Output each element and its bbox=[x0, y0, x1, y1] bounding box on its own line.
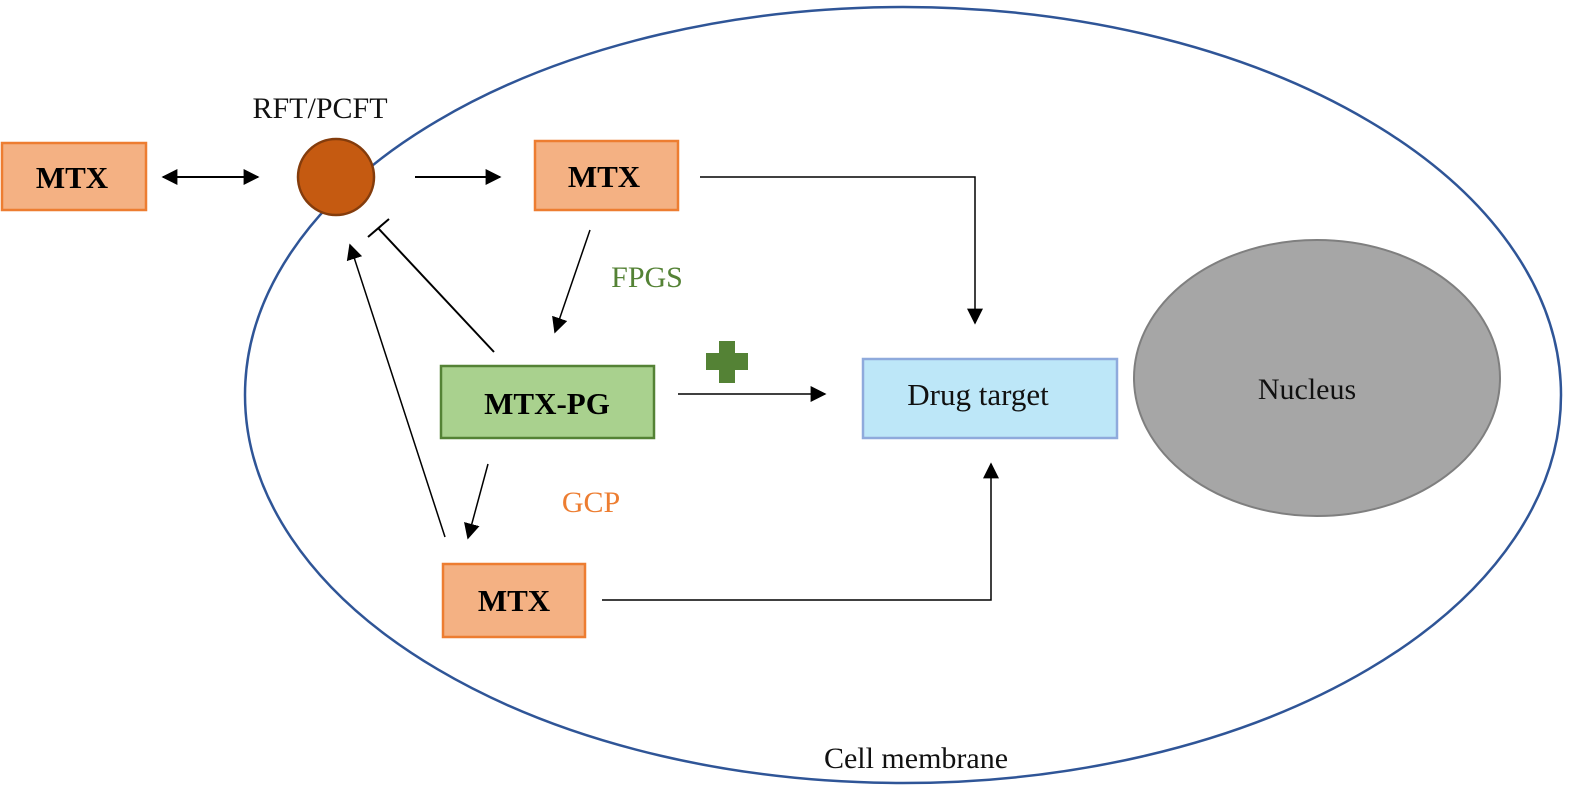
plus-icon bbox=[706, 341, 748, 383]
mtx-recycled-label: MTX bbox=[478, 583, 551, 618]
mtx-pg-box bbox=[439, 364, 656, 440]
mtx-pg-label: MTX-PG bbox=[484, 386, 610, 421]
cell-membrane-label: Cell membrane bbox=[824, 742, 1008, 775]
cell-membrane bbox=[243, 5, 1563, 785]
mtx-inside-label: MTX bbox=[568, 159, 641, 194]
mtx-outside-label: MTX bbox=[36, 160, 109, 195]
inhibition-line bbox=[377, 227, 495, 353]
fpgs-label: FPGS bbox=[611, 261, 683, 294]
fpgs-arrow bbox=[552, 229, 591, 334]
inhibition-bar bbox=[367, 218, 390, 238]
gcp-label: GCP bbox=[562, 486, 620, 519]
efflux-arrow bbox=[346, 243, 446, 538]
drug-target-label: Drug target bbox=[907, 377, 1049, 412]
nucleus bbox=[1133, 239, 1501, 517]
transporter-label: RFT/PCFT bbox=[252, 92, 387, 125]
mtx-recycled-box bbox=[441, 562, 587, 639]
recycled-to-target-arrow bbox=[602, 462, 999, 601]
drug-target-box bbox=[861, 357, 1119, 440]
mtx-to-target-arrow bbox=[700, 176, 983, 325]
mtx-inside-box bbox=[533, 139, 680, 212]
transporter-rft-pcft bbox=[296, 137, 376, 217]
mtx-outside-box bbox=[0, 141, 148, 212]
nucleus-label: Nucleus bbox=[1258, 373, 1356, 406]
gcp-arrow bbox=[464, 463, 489, 540]
